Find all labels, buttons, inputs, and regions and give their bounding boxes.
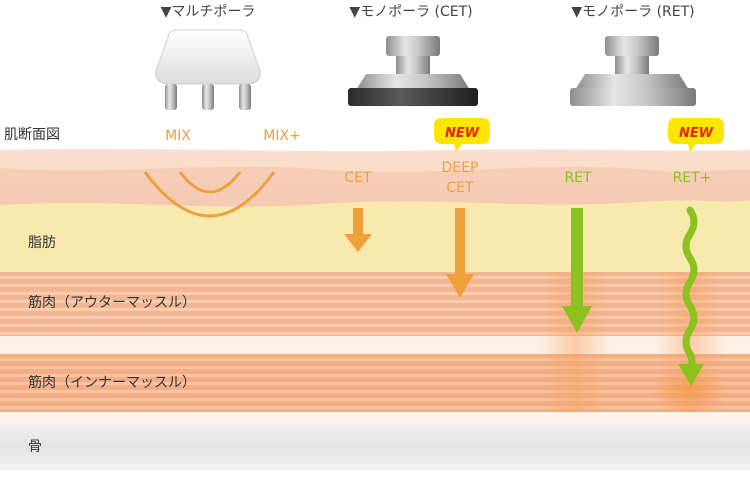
separator-layer [0, 412, 750, 424]
monopolar-ret-device [570, 36, 696, 106]
device-label-monopolar-cet: ▼モノポーラ (CET) [349, 4, 472, 20]
ret-plus-wavy-arrow [678, 206, 704, 386]
muscle-stripe [0, 276, 750, 279]
mode-label-ret: RET [564, 170, 592, 186]
inner-muscle-stripes [0, 358, 750, 409]
monopolar-cet-device [348, 36, 478, 106]
muscle-stripe [0, 292, 750, 295]
device-label-multipolar: ▼マルチポーラ [161, 4, 256, 20]
layer-label-inner-muscle: 筋肉（インナーマッスル） [28, 374, 196, 391]
cet-arrow [344, 208, 372, 252]
muscle-stripe [0, 332, 750, 335]
muscle-stripe [0, 398, 750, 401]
fat-layer [0, 200, 750, 272]
mode-label-deep: DEEP [442, 160, 479, 176]
new-badge-text-1: NEW [445, 126, 480, 141]
device-label-monopolar-ret: ▼モノポーラ (RET) [571, 4, 694, 20]
outer-muscle-stripes [0, 276, 750, 335]
layer-label-outer-muscle: 筋肉（アウターマッスル） [28, 294, 196, 311]
muscle-stripe [0, 406, 750, 409]
ret-plus-hotspot [650, 368, 730, 412]
muscle-stripe [0, 308, 750, 311]
muscle-stripe [0, 366, 750, 369]
new-badge-text-2: NEW [679, 126, 714, 141]
deep-cet-arrow [446, 208, 474, 298]
multipolar-device [155, 29, 261, 110]
muscle-stripe [0, 358, 750, 361]
mode-label-mix: MIX [165, 128, 191, 144]
bone-layer [0, 424, 750, 470]
section-title: 肌断面図 [4, 127, 60, 143]
layer-label-fat: 脂肪 [28, 235, 56, 251]
muscle-stripe [0, 300, 750, 303]
muscle-stripe [0, 316, 750, 319]
skin-layers [0, 148, 750, 483]
new-badge-deep-cet [434, 118, 490, 152]
mix-arcs [143, 171, 276, 218]
ret-arrow [562, 208, 592, 333]
muscle-stripe [0, 284, 750, 287]
muscle-stripe [0, 374, 750, 377]
layer-label-bone: 骨 [28, 439, 42, 455]
mode-label-cet: CET [344, 170, 372, 186]
new-badge-ret-plus [668, 118, 724, 152]
gap-layer [0, 336, 750, 354]
muscle-stripe [0, 324, 750, 327]
muscle-stripe [0, 382, 750, 385]
mode-label-mix-plus: MIX+ [263, 128, 301, 144]
muscle-stripe [0, 390, 750, 393]
mode-label-deep-cet: CET [446, 180, 474, 196]
bottom-band [0, 470, 750, 483]
mode-label-ret-plus: RET+ [673, 170, 712, 186]
